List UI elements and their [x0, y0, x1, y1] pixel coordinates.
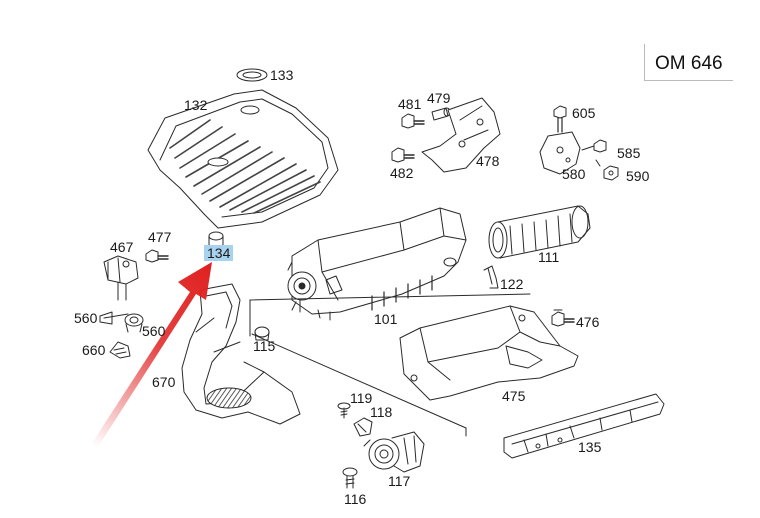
leader-lines: [249, 293, 531, 437]
model-box: [644, 44, 733, 81]
part-label-134: 134: [204, 245, 234, 261]
part-label-560-left: 560: [74, 310, 98, 326]
part-label-135: 135: [578, 439, 602, 455]
bolt-482: [391, 147, 415, 163]
part-label-481: 481: [398, 96, 422, 112]
engine-cover-132: [147, 89, 339, 229]
air-duct-670: [181, 283, 301, 425]
part-label-475: 475: [502, 388, 526, 404]
part-label-132: 132: [184, 97, 208, 113]
bolt-116: [342, 467, 358, 489]
pointer-arrow: [90, 262, 212, 450]
part-label-590: 590: [626, 168, 650, 184]
part-label-122: 122: [500, 276, 524, 292]
screw-119: [337, 402, 351, 419]
undertray-475: [399, 305, 579, 401]
bracket-478: [421, 97, 501, 173]
part-label-477: 477: [148, 229, 172, 245]
filter-element-111: [488, 205, 591, 259]
part-label-116: 116: [344, 491, 367, 507]
part-label-660: 660: [82, 342, 106, 358]
part-label-670: 670: [152, 374, 176, 390]
clamp-560-right: [124, 313, 144, 333]
part-label-111: 111: [538, 249, 560, 265]
bracket-660: [109, 341, 131, 359]
part-label-478: 478: [476, 153, 500, 169]
part-label-585: 585: [617, 145, 641, 161]
part-label-101: 101: [374, 311, 398, 327]
sleeve-479: [431, 107, 451, 121]
rail-135: [503, 393, 665, 459]
part-label-605: 605: [572, 105, 596, 121]
part-label-119: 119: [350, 390, 373, 406]
part-label-117: 117: [388, 473, 411, 489]
part-label-467: 467: [110, 239, 134, 255]
part-label-479: 479: [427, 90, 451, 106]
bolt-477: [145, 249, 169, 263]
seal-ring-133: [236, 68, 268, 82]
part-label-580: 580: [562, 166, 586, 182]
bolt-476: [551, 309, 575, 327]
clip-118: [353, 417, 373, 437]
part-label-118: 118: [370, 404, 393, 420]
part-label-560-right: 560: [142, 323, 166, 339]
part-label-133: 133: [270, 67, 294, 83]
bolt-585: [581, 139, 607, 153]
air-filter-housing-101: [287, 207, 467, 321]
clamp-560-left: [99, 311, 129, 325]
bolt-481: [401, 113, 425, 129]
bracket-580: [539, 131, 581, 175]
nut-590: [595, 159, 619, 181]
part-label-115: 115: [253, 338, 276, 354]
model-label: OM 646: [655, 53, 723, 74]
actuator-117: [363, 431, 425, 473]
clip-122: [483, 265, 499, 289]
part-label-476: 476: [576, 314, 600, 330]
bolt-605: [553, 105, 567, 133]
sensor-467: [103, 255, 139, 301]
part-label-482: 482: [390, 165, 414, 181]
